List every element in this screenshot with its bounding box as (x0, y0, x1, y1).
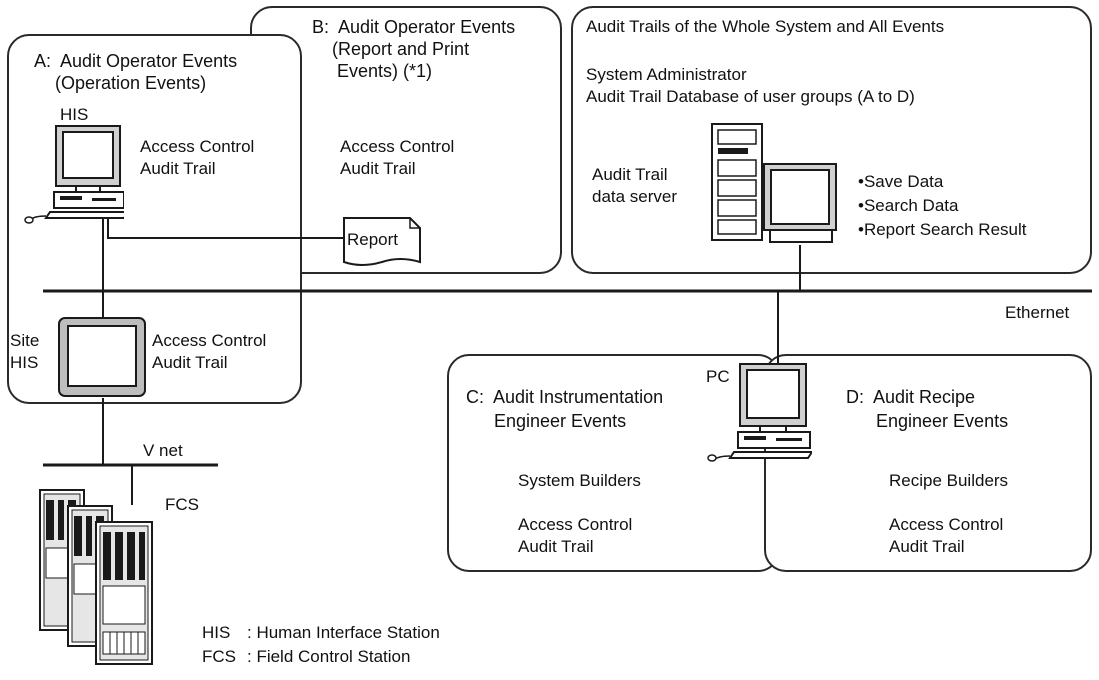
zone-c-box (447, 354, 780, 572)
ethernet-label: Ethernet (1005, 303, 1070, 322)
report-label: Report (347, 230, 399, 249)
zone-b-audit-trail: Audit Trail (340, 159, 416, 178)
fcs-cabinets-icon (39, 489, 153, 665)
report-link (107, 214, 344, 239)
zone-d-access-control: Access Control (889, 515, 1004, 534)
zone-b-access-control: Access Control (340, 137, 455, 156)
server-label-line1: Audit Trail (592, 165, 668, 184)
site-his-access-control: Access Control (152, 331, 267, 350)
audit-server-icon (711, 123, 837, 243)
server-bullet-report: •Report Search Result (858, 220, 1027, 239)
vnet-label: V net (143, 441, 183, 460)
zone-c-title-line1: C: Audit Instrumentation (466, 387, 664, 407)
legend-fcs-abbr: FCS (202, 647, 236, 666)
system-audit-title: Audit Trails of the Whole System and All… (586, 17, 945, 36)
pc-label: PC (706, 367, 730, 386)
server-label-line2: data server (592, 187, 678, 206)
site-his-panel-icon (58, 317, 146, 397)
zone-b-title-line1: B: Audit Operator Events (312, 17, 516, 37)
fcs-label: FCS (165, 495, 199, 514)
legend-fcs-desc: : Field Control Station (247, 647, 411, 666)
zone-c-access-control: Access Control (518, 515, 633, 534)
his-label: HIS (60, 105, 89, 124)
zone-a-title-line2: (Operation Events) (55, 73, 207, 93)
zone-c-audit-trail: Audit Trail (518, 537, 594, 556)
legend-his-abbr: HIS (202, 623, 231, 642)
zone-a-title-line1: A: Audit Operator Events (34, 51, 238, 71)
zone-c-title-line2: Engineer Events (494, 411, 627, 431)
server-bullet-save: •Save Data (858, 172, 944, 191)
zone-d-audit-trail: Audit Trail (889, 537, 965, 556)
zone-top-right-box (571, 6, 1092, 274)
site-his-label-line1: Site (10, 331, 40, 350)
zone-a-access-control: Access Control (140, 137, 255, 156)
report-document-icon (343, 217, 421, 266)
pc-computer-icon (707, 363, 812, 462)
site-his-label-line2: HIS (10, 353, 39, 372)
zone-a-audit-trail: Audit Trail (140, 159, 216, 178)
his-computer-icon (24, 125, 124, 224)
site-his-audit-trail: Audit Trail (152, 353, 228, 372)
zone-d-recipe-builders: Recipe Builders (889, 471, 1009, 490)
fcs-cabinet-front (95, 521, 153, 665)
server-bullet-search: •Search Data (858, 196, 959, 215)
system-administrator: System Administrator (586, 65, 747, 84)
zone-d-box (764, 354, 1092, 572)
audit-trail-database: Audit Trail Database of user groups (A t… (586, 87, 915, 106)
legend-his-desc: : Human Interface Station (247, 623, 440, 642)
zone-c-system-builders: System Builders (518, 471, 641, 490)
zone-d-title-line1: D: Audit Recipe (846, 387, 976, 407)
zone-b-title-line3: Events) (*1) (332, 61, 433, 81)
zone-b-title-line2: (Report and Print (332, 39, 470, 59)
zone-d-title-line2: Engineer Events (876, 411, 1009, 431)
